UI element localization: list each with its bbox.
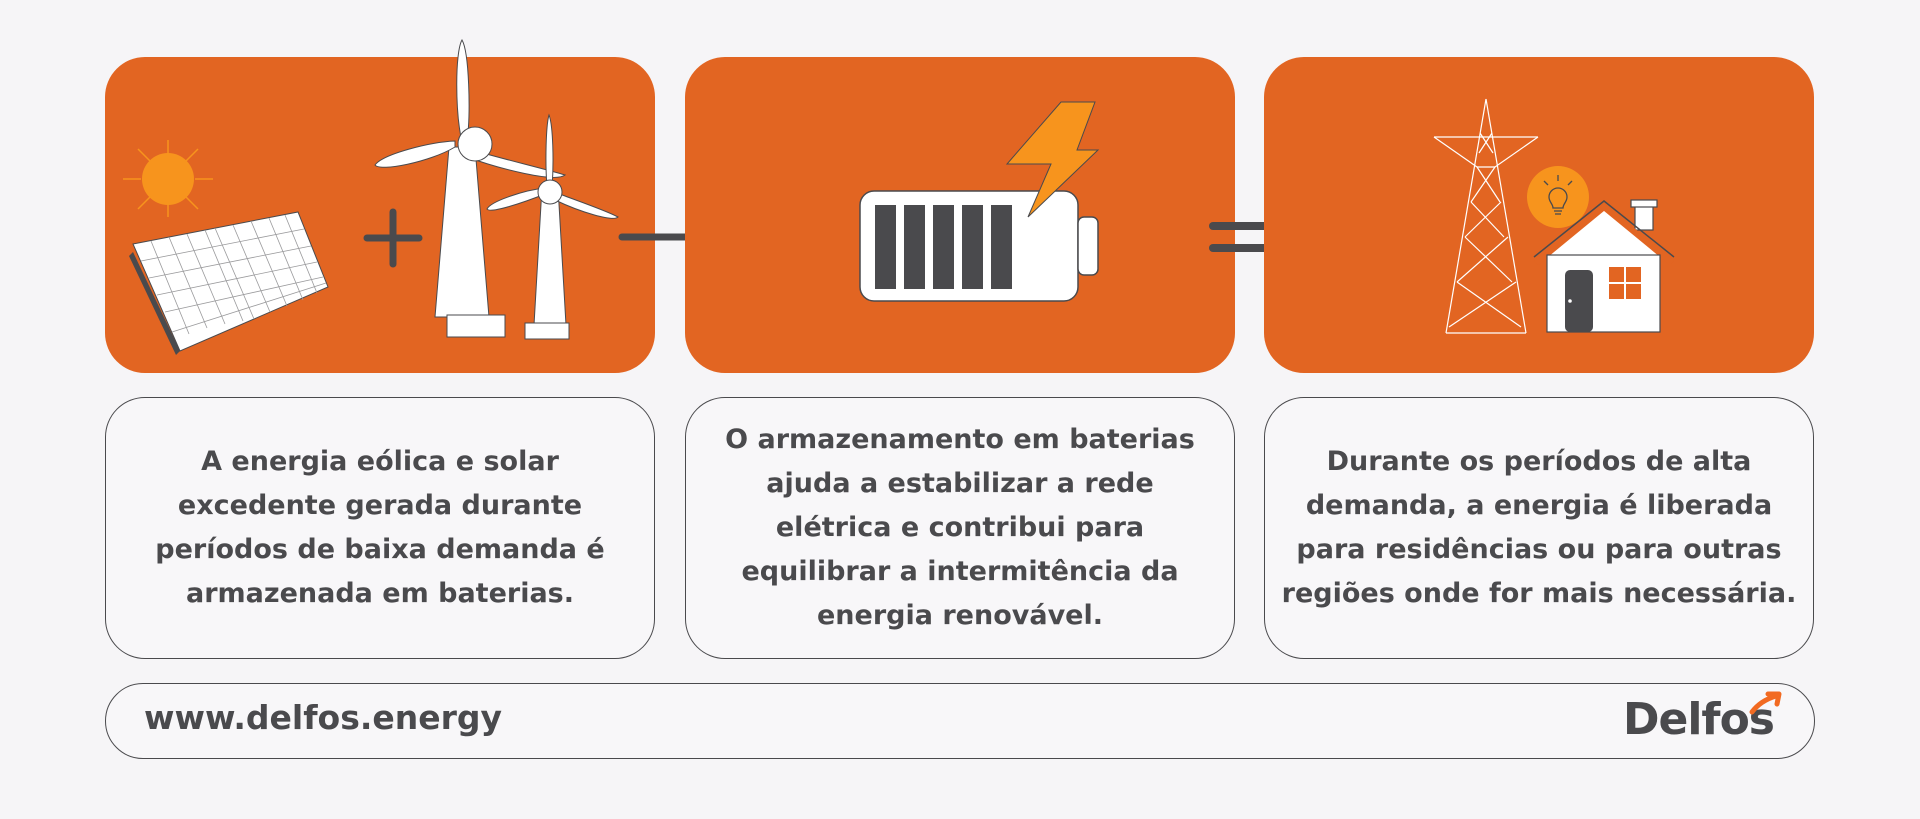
panel-battery bbox=[685, 57, 1292, 373]
description-box-battery: O armazenamento em baterias ajuda a esta… bbox=[685, 397, 1235, 659]
description-text: A energia eólica e solar excedente gerad… bbox=[155, 446, 605, 609]
house-icon bbox=[1533, 199, 1675, 333]
plus-icon bbox=[363, 208, 423, 268]
logo-arrow-icon bbox=[1749, 691, 1782, 715]
logo-text: Delfos bbox=[1622, 694, 1775, 745]
wind-turbine-icon bbox=[374, 39, 619, 340]
panel-distribution bbox=[1264, 57, 1814, 373]
website-link[interactable]: www.delfos.energy bbox=[144, 698, 503, 737]
description-text: Durante os períodos de alta demanda, a e… bbox=[1281, 446, 1797, 609]
lightbulb-icon bbox=[1527, 166, 1589, 228]
panel-solar-wind bbox=[105, 39, 730, 373]
battery-icon bbox=[859, 190, 1099, 302]
sun-icon bbox=[123, 140, 213, 217]
description-box-solar-wind: A energia eólica e solar excedente gerad… bbox=[105, 397, 655, 659]
delfos-logo: Delfos bbox=[1622, 691, 1782, 752]
transmission-tower-icon bbox=[1433, 98, 1539, 334]
description-box-distribution: Durante os períodos de alta demanda, a e… bbox=[1264, 397, 1814, 659]
solar-panel-icon bbox=[129, 211, 329, 355]
lightning-bolt-icon bbox=[1005, 101, 1100, 218]
footer: www.delfos.energy Delfos bbox=[105, 683, 1815, 759]
description-text: O armazenamento em baterias ajuda a esta… bbox=[725, 424, 1195, 631]
